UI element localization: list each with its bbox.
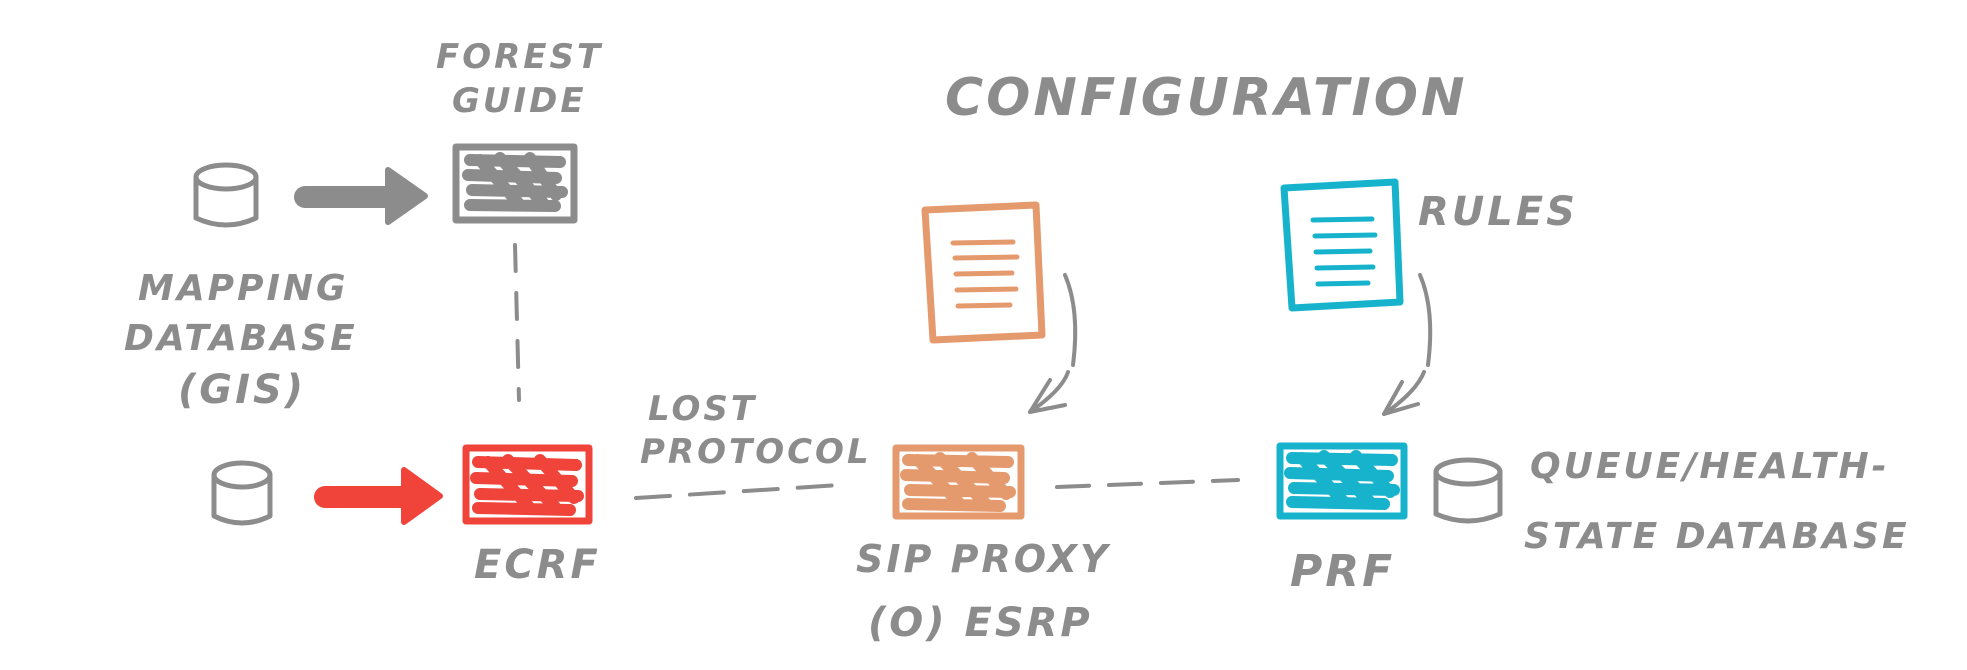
ecrf-database-icon [211,460,273,526]
queue-database-icon [1433,457,1503,524]
queue-database-label-line1: QUEUE/HEALTH- [1530,446,1890,487]
forest-guide-node: FOREST GUIDE [436,37,603,224]
sip-proxy-node: SIP PROXY (O) ESRP [856,444,1111,646]
sip-proxy-label-line1: SIP PROXY [856,537,1111,581]
lost-protocol-label-line1: LOST [648,389,757,429]
orange-config-document-icon [921,201,1046,344]
forest-guide-label-line1: FOREST [436,37,603,77]
prf-node: PRF [1276,442,1408,597]
mapping-database-icon [193,162,259,228]
prf-server-box-icon [1276,442,1408,520]
config-to-sip-connector [1028,273,1078,414]
mapping-database-label-line2: DATABASE [124,318,358,359]
forest-ecrf-connector [513,243,521,402]
rules-to-prf-connector [1382,273,1433,416]
rules-document-icon [1280,178,1404,312]
gray-arrow-icon [294,167,428,225]
forest-guide-server-box-icon [452,143,578,224]
diagram-title: CONFIGURATION [945,68,1468,128]
ecrf-label: ECRF [474,542,601,588]
lost-protocol-connector [634,483,842,500]
ecrf-node: ECRF [462,444,601,588]
forest-guide-label-line2: GUIDE [452,81,587,121]
queue-database-label-line2: STATE DATABASE [1524,516,1910,557]
sip-prf-connector [1055,478,1240,489]
mapping-database-label-line3: (GIS) [178,367,306,413]
sip-proxy-label-line2: (O) ESRP [868,600,1093,646]
sip-proxy-server-box-icon [892,444,1025,520]
ecrf-server-box-icon [462,444,593,525]
mapping-database-label-line1: MAPPING [138,268,349,309]
rules-label: RULES [1418,189,1578,235]
prf-label: PRF [1290,546,1395,597]
red-arrow-icon [314,467,443,525]
lost-protocol-label-line2: PROTOCOL [640,432,872,472]
